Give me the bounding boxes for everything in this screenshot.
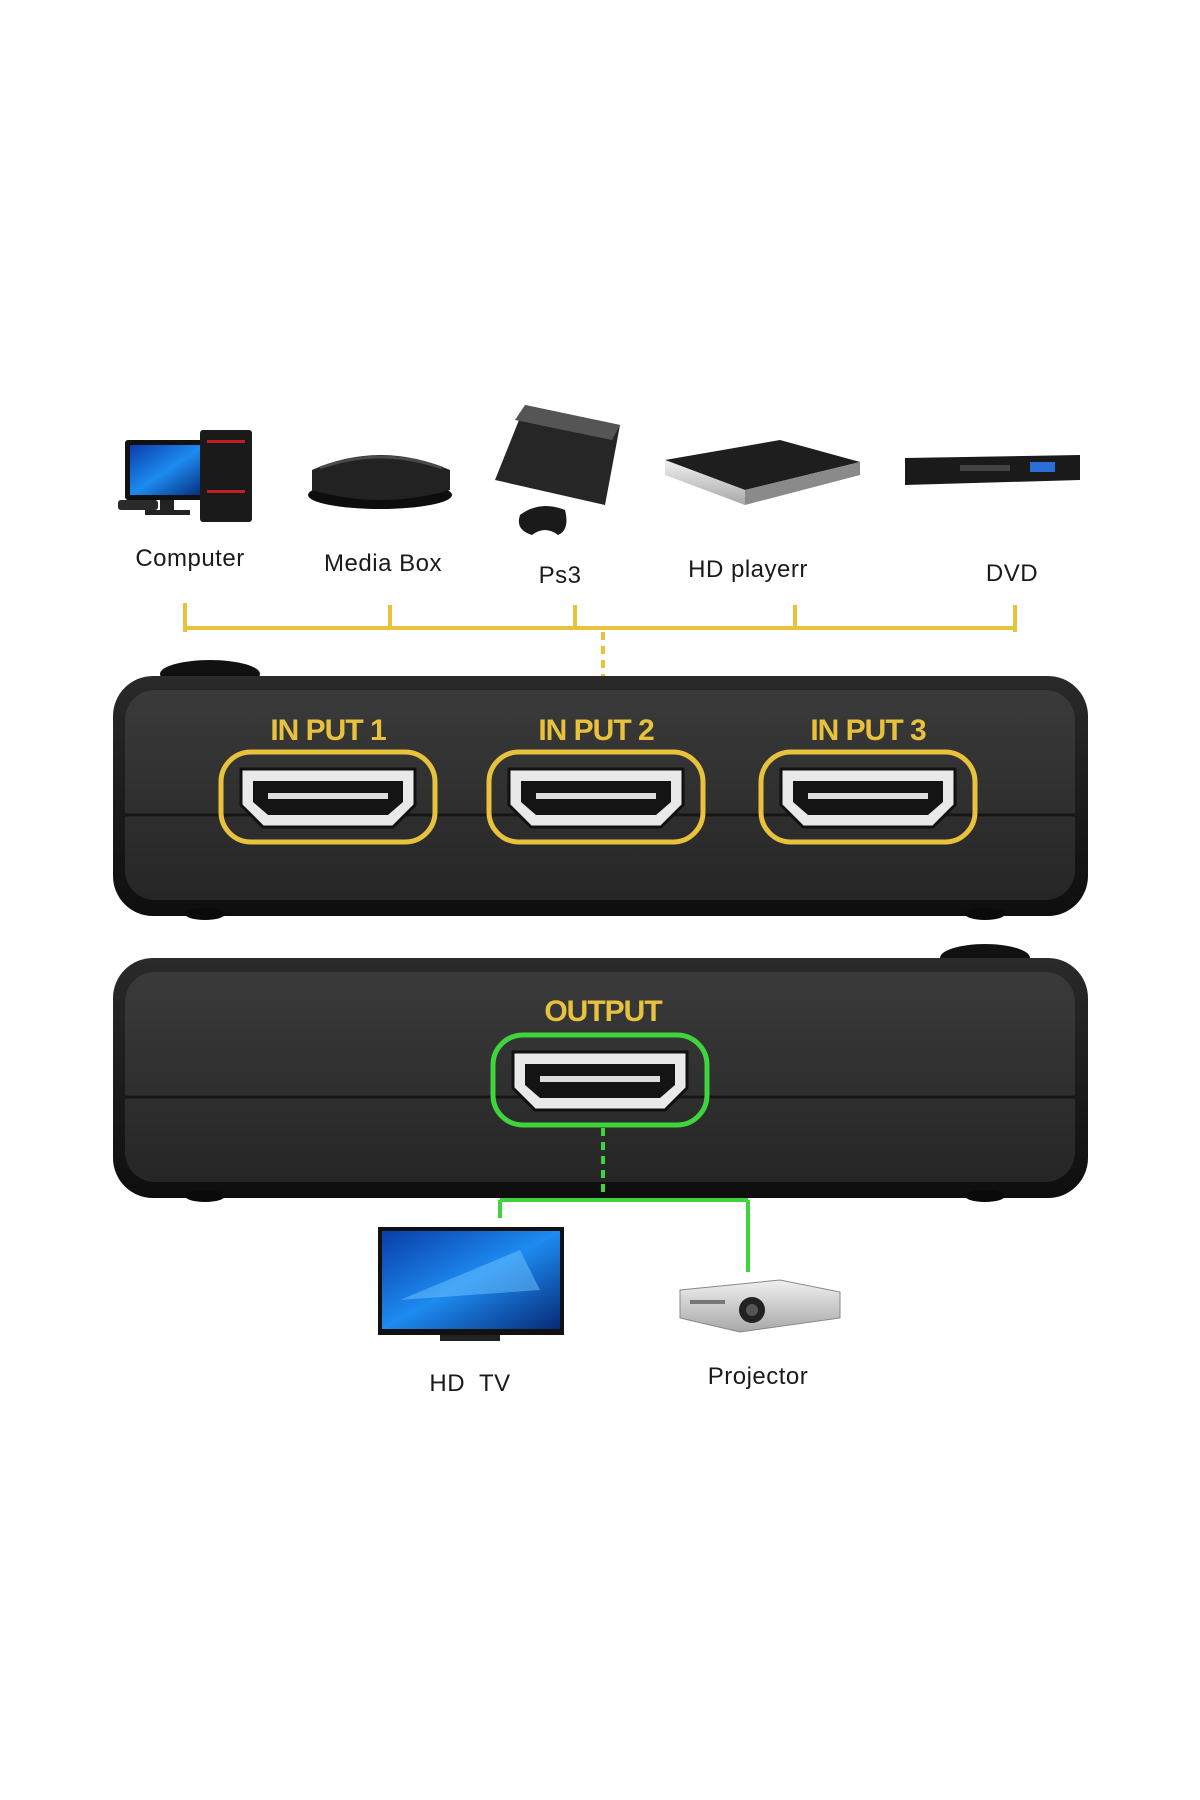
source-label-computer: Computer — [135, 545, 245, 572]
input-port-1 — [218, 749, 438, 845]
input-port-label-1: IN PUT 1 — [270, 714, 386, 747]
hd-player-icon — [665, 440, 860, 505]
source-label-media-box: Media Box — [324, 550, 442, 577]
input-port-label-3: IN PUT 3 — [810, 714, 926, 747]
output-connector — [498, 1128, 750, 1272]
hd-tv-icon — [378, 1227, 564, 1341]
input-ports — [218, 749, 978, 845]
output-port-label: OUTPUT — [544, 995, 662, 1028]
media-box-icon — [308, 455, 452, 509]
ps3-console-icon — [495, 405, 620, 535]
projector-icon — [679, 1279, 841, 1333]
input-port-label-2: IN PUT 2 — [538, 714, 654, 747]
source-label-hd-player: HD playerr — [688, 556, 808, 583]
dvd-player-icon — [905, 455, 1080, 485]
output-label-hd-tv: HD TV — [429, 1370, 511, 1397]
source-label-ps3: Ps3 — [538, 562, 582, 589]
input-port-3 — [758, 749, 978, 845]
output-port — [490, 1032, 710, 1128]
input-port-2 — [486, 749, 706, 845]
source-label-dvd: DVD — [985, 560, 1039, 587]
output-label-projector: Projector — [707, 1363, 809, 1390]
computer-icon — [118, 430, 252, 522]
